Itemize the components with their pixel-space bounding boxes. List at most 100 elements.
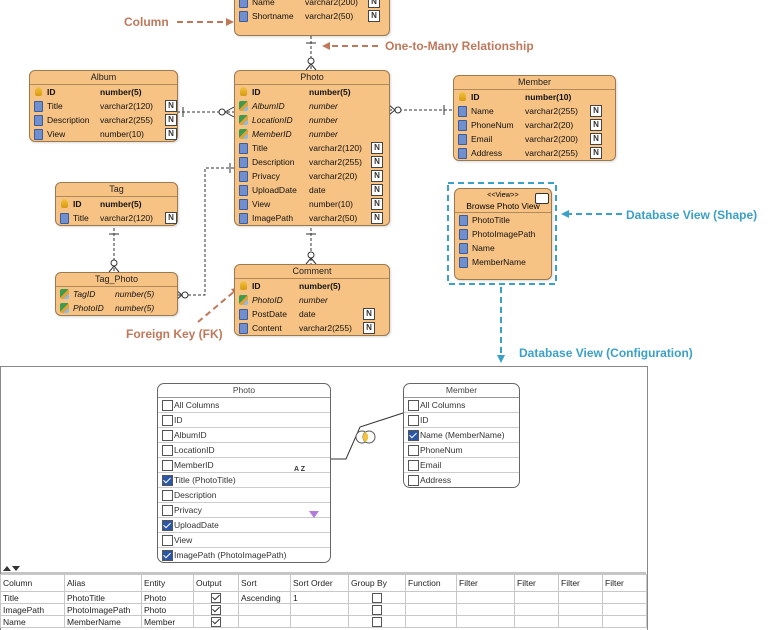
config-column-row[interactable]: Email <box>404 458 519 473</box>
column-checkbox[interactable] <box>162 520 173 531</box>
cell-filter[interactable] <box>602 591 647 604</box>
cell-filter[interactable] <box>558 615 603 628</box>
config-column-row[interactable]: All Columns <box>404 398 519 413</box>
column-checkbox[interactable] <box>162 430 173 441</box>
config-column-row[interactable]: Name (MemberName) <box>404 428 519 443</box>
column-checkbox[interactable] <box>162 400 173 411</box>
column-checkbox[interactable] <box>162 475 173 486</box>
cell-entity[interactable]: Photo <box>141 603 194 616</box>
config-column-row[interactable]: ID <box>404 413 519 428</box>
cell-alias[interactable]: PhotoImagePath <box>64 603 142 616</box>
cell-column[interactable]: Title <box>0 591 65 604</box>
cell-filter[interactable] <box>514 603 559 616</box>
config-column-row[interactable]: UploadDate <box>158 518 330 533</box>
output-checkbox[interactable] <box>211 616 221 627</box>
config-column-row[interactable]: All Columns <box>158 398 330 413</box>
table-header-cell[interactable]: Sort <box>238 574 291 592</box>
cell-entity[interactable]: Member <box>141 615 194 628</box>
cell-filter[interactable] <box>558 591 603 604</box>
config-column-row[interactable]: ImagePath (PhotoImagePath) <box>158 548 330 562</box>
column-checkbox[interactable] <box>162 535 173 546</box>
column-checkbox[interactable] <box>162 550 173 561</box>
cell-group-by[interactable] <box>348 603 406 616</box>
config-column-row[interactable]: Description <box>158 488 330 503</box>
config-column-row[interactable]: AlbumID <box>158 428 330 443</box>
cell-filter[interactable] <box>514 591 559 604</box>
config-column-row[interactable]: PhoneNum <box>404 443 519 458</box>
filter-icon[interactable] <box>309 511 319 518</box>
cell-sort[interactable] <box>238 615 291 628</box>
cell-filter[interactable] <box>602 603 647 616</box>
cell-filter[interactable] <box>456 591 515 604</box>
cell-output[interactable] <box>193 615 239 628</box>
cell-group-by[interactable] <box>348 591 406 604</box>
cell-filter[interactable] <box>456 615 515 628</box>
group-by-checkbox[interactable] <box>372 604 382 615</box>
output-checkbox[interactable] <box>211 592 221 603</box>
cell-entity[interactable]: Photo <box>141 591 194 604</box>
cell-sort-order[interactable] <box>290 615 349 628</box>
config-column-row[interactable]: MemberID <box>158 458 330 473</box>
group-by-checkbox[interactable] <box>372 592 382 603</box>
table-header-cell[interactable]: Entity <box>141 574 194 592</box>
column-checkbox[interactable] <box>408 475 419 486</box>
cell-function[interactable] <box>405 615 457 628</box>
sort-ascending-icon[interactable]: A Z <box>294 466 306 473</box>
config-column-row[interactable]: LocationID <box>158 443 330 458</box>
view-column-row[interactable]: MemberName <box>455 255 551 269</box>
cell-group-by[interactable] <box>348 615 406 628</box>
cell-sort-order[interactable] <box>290 603 349 616</box>
cell-sort-order[interactable]: 1 <box>290 591 349 604</box>
config-column-row[interactable]: Address <box>404 473 519 487</box>
cell-filter[interactable] <box>456 603 515 616</box>
config-column-row[interactable]: Privacy <box>158 503 330 518</box>
column-checkbox[interactable] <box>162 490 173 501</box>
cell-column[interactable]: Name <box>0 615 65 628</box>
config-column-row[interactable]: ID <box>158 413 330 428</box>
cell-column[interactable]: ImagePath <box>0 603 65 616</box>
table-header-cell[interactable]: Sort Order <box>290 574 349 592</box>
cell-function[interactable] <box>405 603 457 616</box>
column-checkbox[interactable] <box>162 415 173 426</box>
column-checkbox[interactable] <box>162 445 173 456</box>
table-header-cell[interactable]: Function <box>405 574 457 592</box>
cell-output[interactable] <box>193 591 239 604</box>
table-header-cell[interactable]: Column <box>0 574 65 592</box>
group-by-checkbox[interactable] <box>372 616 382 627</box>
table-header-cell[interactable]: Group By <box>348 574 406 592</box>
table-header-cell[interactable]: Filter <box>602 574 647 592</box>
output-checkbox[interactable] <box>211 604 221 615</box>
cell-alias[interactable]: PhotoTitle <box>64 591 142 604</box>
column-checkbox[interactable] <box>408 460 419 471</box>
